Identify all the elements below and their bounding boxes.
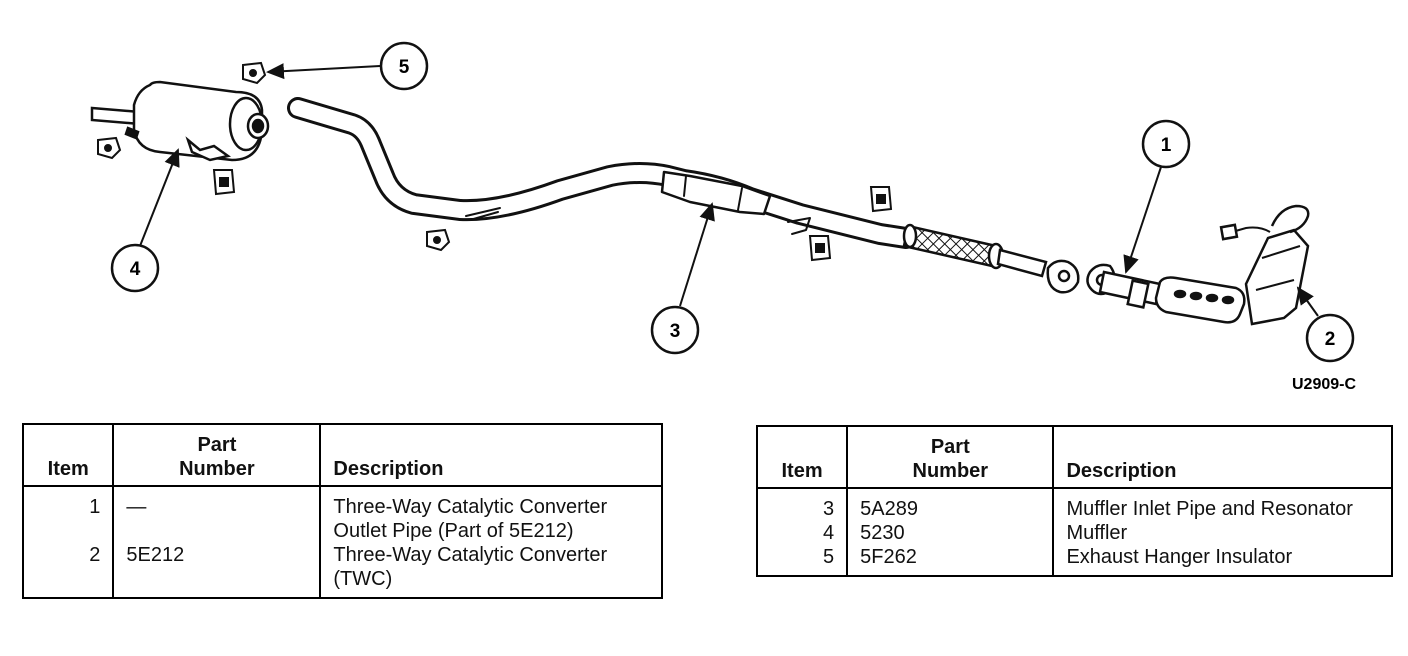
part-number-cell: 5F262 (846, 545, 1055, 576)
table-row: 3 5A289 Muffler Inlet Pipe and Resonator (755, 488, 1393, 521)
part-number-cell: — (112, 486, 322, 543)
parts-table-a: Item Part Number Description 1 — Three-W… (21, 423, 663, 599)
table-row: 5 5F262 Exhaust Hanger Insulator (755, 545, 1393, 576)
item-cell: 4 (755, 521, 849, 545)
item-cell: 5 (755, 545, 849, 576)
item-cell: 2 (21, 543, 115, 598)
item-cell: 1 (21, 486, 115, 543)
header-part-number: Part Number (112, 424, 322, 487)
part-number-cell: 5230 (846, 521, 1055, 545)
svg-text:5: 5 (399, 57, 410, 78)
svg-text:2: 2 (1325, 329, 1336, 350)
header-part-number: Part Number (846, 426, 1055, 489)
callout-1: 1 (1141, 119, 1191, 169)
callout-4: 4 (110, 243, 160, 293)
flex-coupling (902, 223, 1048, 278)
header-item: Item (755, 426, 849, 489)
svg-text:4: 4 (130, 259, 141, 280)
svg-text:3: 3 (670, 321, 681, 342)
callout-3: 3 (650, 305, 700, 355)
table-row: 2 5E212 Three-Way Catalytic Converter (T… (21, 543, 663, 598)
muffler (90, 80, 270, 162)
exhaust-system-diagram: 5 4 3 1 2 U2909-C (90, 41, 1356, 393)
item-cell: 3 (755, 488, 849, 521)
description-cell: Exhaust Hanger Insulator (1052, 545, 1393, 576)
description-cell: Three-Way Catalytic Converter Outlet Pip… (319, 486, 663, 543)
part-number-cell: 5A289 (846, 488, 1055, 521)
header-item: Item (21, 424, 115, 487)
hanger-insulators (97, 61, 893, 262)
leader-lines (139, 63, 1319, 317)
parts-table-b: Item Part Number Description 3 5A289 Muf… (755, 425, 1393, 577)
figure-id: U2909-C (1292, 376, 1356, 393)
header-description: Description (1052, 426, 1393, 489)
header-description: Description (319, 424, 663, 487)
description-cell: Muffler (1052, 521, 1393, 545)
svg-text:1: 1 (1161, 135, 1172, 156)
catalytic-converter-assembly (1098, 204, 1310, 326)
table-row: 4 5230 Muffler (755, 521, 1393, 545)
description-cell: Three-Way Catalytic Converter (TWC) (319, 543, 663, 598)
table-row: 1 — Three-Way Catalytic Converter Outlet… (21, 486, 663, 543)
part-number-cell: 5E212 (112, 543, 322, 598)
description-cell: Muffler Inlet Pipe and Resonator (1052, 488, 1393, 521)
callout-2: 2 (1305, 313, 1355, 363)
muffler-inlet-pipe-and-resonator (287, 97, 917, 249)
callout-5: 5 (379, 41, 429, 91)
